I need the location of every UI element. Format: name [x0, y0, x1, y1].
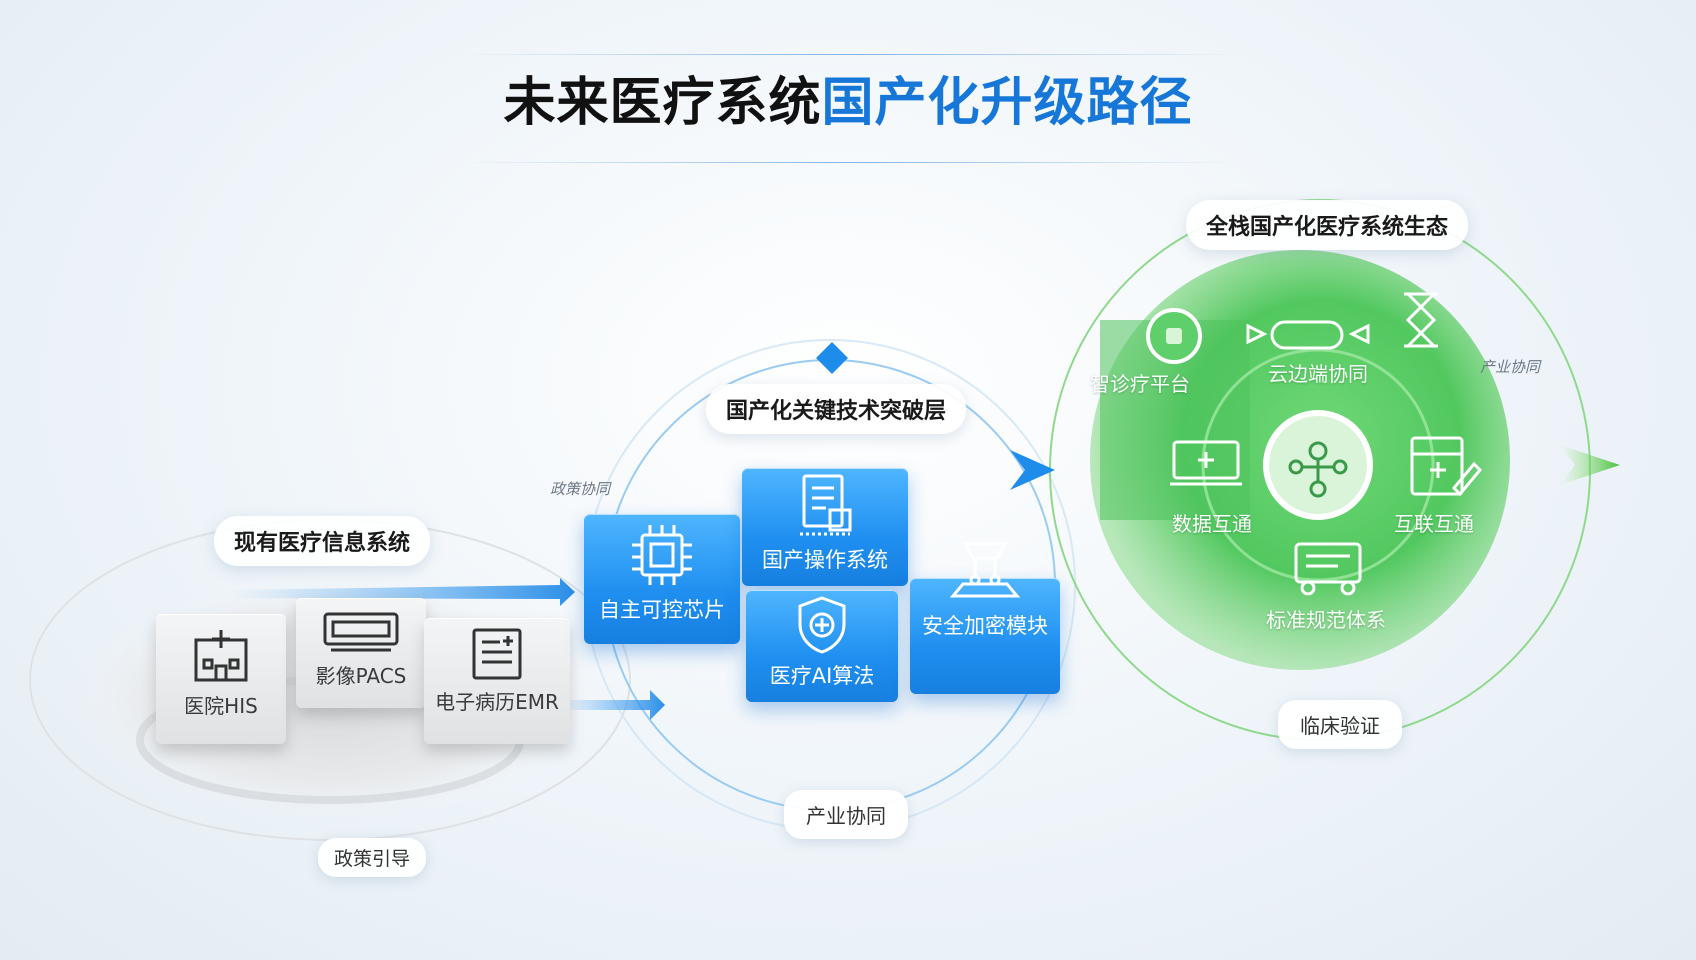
node-standards: 标准规范体系 [1266, 604, 1386, 633]
molecule-hub-icon [1288, 441, 1348, 498]
page-title: 未来医疗系统国产化升级路径 [0, 60, 1696, 135]
node-cloud-edge-label: 云边端协同 [1268, 362, 1368, 386]
standard-vehicle-icon [1294, 542, 1362, 596]
node-interconnect: 互联互通 [1394, 508, 1474, 537]
block-chip-label: 自主可控芯片 [599, 598, 725, 622]
right-heading-text: 全栈国产化医疗系统生态 [1206, 215, 1449, 240]
node-smart-diagnosis: 智诊疗平台 [1084, 364, 1196, 401]
node-smart-diagnosis-label: 智诊疗平台 [1090, 372, 1190, 396]
secure-module-icon [949, 542, 1021, 598]
gray-to-blue-arrow-upper [230, 578, 575, 606]
data-monitor-icon [1170, 440, 1242, 486]
block-emr: 电子病历EMR [424, 618, 570, 744]
node-cloud-edge: 云边端协同 [1268, 358, 1368, 387]
block-security-label: 安全加密模块 [922, 614, 1048, 638]
block-os: 国产操作系统 [742, 468, 908, 586]
node-standards-label: 标准规范体系 [1266, 608, 1386, 632]
block-ai-label: 医疗AI算法 [769, 664, 875, 688]
title-rule-bottom [460, 162, 1240, 163]
smart-diagnosis-icon [1146, 308, 1202, 364]
node-data-exchange: 数据互通 [1172, 508, 1252, 537]
hospital-icon [194, 630, 248, 682]
diamond-marker [816, 342, 848, 374]
left-bottom-note: 政策引导 [318, 838, 427, 877]
title-part-2: 国产化升级路径 [821, 73, 1193, 133]
interconnect-icon [1410, 436, 1483, 497]
title-part-1: 未来医疗系统 [503, 73, 822, 133]
left-heading: 现有医疗信息系统 [214, 516, 431, 566]
block-ai: 医疗AI算法 [746, 590, 898, 702]
block-his: 医院HIS [156, 614, 286, 744]
shield-medical-icon [798, 596, 846, 654]
os-document-icon [800, 474, 852, 536]
block-emr-label: 电子病历EMR [435, 690, 559, 714]
left-heading-text: 现有医疗信息系统 [234, 531, 411, 556]
imaging-device-icon [323, 612, 399, 652]
block-os-label: 国产操作系统 [762, 548, 888, 572]
block-pacs: 影像PACS [296, 598, 426, 708]
middle-bottom-note-text: 产业协同 [806, 804, 886, 828]
block-security: 安全加密模块 [910, 542, 1060, 694]
chip-icon [632, 525, 692, 585]
middle-top-note: 政策协同 [550, 480, 611, 498]
cloud-capsule-icon [1246, 320, 1370, 350]
title-rule-top [460, 54, 1240, 55]
middle-heading: 国产化关键技术突破层 [706, 384, 967, 434]
right-side-note: 产业协同 [1480, 358, 1541, 376]
node-interconnect-label: 互联互通 [1394, 512, 1474, 536]
middle-bottom-note: 产业协同 [784, 790, 908, 839]
block-chip: 自主可控芯片 [584, 514, 740, 644]
block-pacs-label: 影像PACS [315, 664, 407, 688]
middle-heading-text: 国产化关键技术突破层 [726, 399, 947, 424]
gray-to-blue-arrow-lower [560, 690, 665, 720]
green-exit-arrow [1560, 445, 1620, 485]
block-his-label: 医院HIS [184, 694, 258, 718]
right-heading: 全栈国产化医疗系统生态 [1186, 200, 1469, 250]
left-bottom-note-text: 政策引导 [334, 848, 411, 870]
blue-to-green-arrow [1010, 450, 1055, 490]
node-data-exchange-label: 数据互通 [1172, 512, 1252, 536]
right-bottom-note-text: 临床验证 [1300, 714, 1380, 738]
medical-record-icon [472, 628, 522, 680]
hourglass-icon [1404, 292, 1438, 348]
right-bottom-note: 临床验证 [1278, 700, 1402, 749]
green-hub-ring [1201, 348, 1435, 582]
